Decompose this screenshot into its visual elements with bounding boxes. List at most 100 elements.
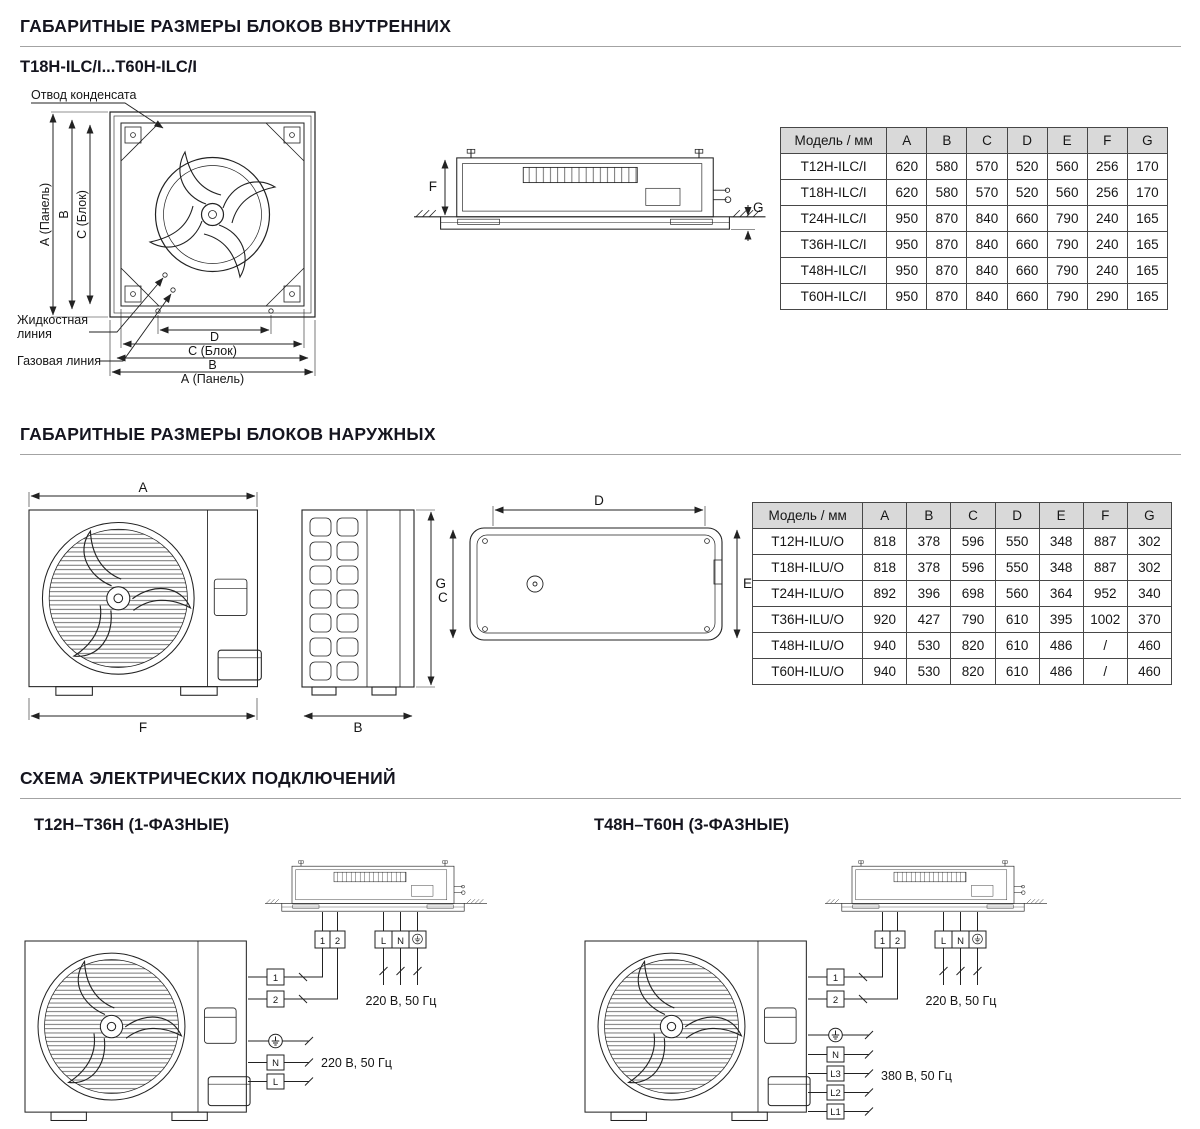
model-cell: T18H-ILU/O — [751, 554, 864, 581]
dim-ext-g — [731, 216, 755, 230]
value-cell: 165 — [1126, 257, 1169, 284]
dim-label-g: G — [435, 576, 446, 591]
value-cell: 348 — [1038, 554, 1084, 581]
value-cell: 460 — [1126, 658, 1173, 685]
terminal-label: L1 — [830, 1107, 841, 1118]
value-cell: 790 — [1046, 205, 1088, 232]
value-cell: 660 — [1006, 231, 1048, 258]
outdoor-power-label: 380 В, 50 Гц — [881, 1069, 952, 1083]
dim-label-c-block: C (Блок) — [75, 190, 89, 239]
terminal-label: N — [272, 1058, 279, 1069]
value-cell: 620 — [886, 153, 928, 180]
indoor-models-subtitle: T18H-ILC/I...T60H-ILC/I — [20, 58, 197, 76]
model-cell: T48H-ILC/I — [779, 257, 888, 284]
outdoor-unit-drawing: A F B C — [15, 480, 752, 735]
condensate-drain-label: Отвод конденсата — [31, 88, 137, 102]
dim-label-e: E — [743, 576, 752, 591]
value-cell: 840 — [966, 257, 1008, 284]
value-cell: 256 — [1086, 179, 1128, 206]
model-cell: T60H-ILU/O — [751, 658, 864, 685]
extension-lines — [28, 492, 258, 720]
wiring-lines — [248, 912, 427, 1090]
value-cell: / — [1082, 658, 1128, 685]
extension-lines — [492, 506, 706, 526]
terminal-label: L — [273, 1077, 278, 1088]
value-cell: 550 — [994, 554, 1040, 581]
column-header: A — [886, 127, 928, 154]
value-cell: 620 — [886, 179, 928, 206]
value-cell: 396 — [906, 580, 952, 607]
value-cell: 870 — [926, 257, 968, 284]
value-cell: 395 — [1038, 606, 1084, 633]
value-cell: 520 — [1006, 153, 1048, 180]
outdoor-top-view — [469, 527, 723, 641]
ground-icon — [268, 1033, 283, 1049]
value-cell: 818 — [862, 528, 908, 555]
column-header: E — [1046, 127, 1088, 154]
column-header: G — [1126, 502, 1173, 529]
outdoor-unit-drawing — [25, 941, 250, 1120]
section-title-outdoor: ГАБАРИТНЫЕ РАЗМЕРЫ БЛОКОВ НАРУЖНЫХ — [20, 424, 436, 444]
value-cell: 887 — [1082, 528, 1128, 555]
value-cell: 820 — [950, 658, 996, 685]
indoor-top-view — [109, 111, 316, 318]
terminal-label: 1 — [880, 936, 885, 947]
section-divider — [20, 798, 1181, 799]
dim-label-c: C — [438, 590, 448, 605]
liquid-line-leader — [89, 277, 164, 333]
model-cell: T18H-ILC/I — [779, 179, 888, 206]
value-cell: 790 — [950, 606, 996, 633]
section-divider — [20, 46, 1181, 47]
extension-lines — [51, 111, 316, 376]
value-cell: 596 — [950, 554, 996, 581]
value-cell: 530 — [906, 632, 952, 659]
section-divider — [20, 454, 1181, 455]
value-cell: 302 — [1126, 554, 1173, 581]
value-cell: 348 — [1038, 528, 1084, 555]
value-cell: 165 — [1126, 283, 1169, 310]
column-header: F — [1086, 127, 1128, 154]
dim-label-b: B — [353, 720, 362, 735]
value-cell: 486 — [1038, 632, 1084, 659]
dimension-lines — [49, 113, 314, 376]
value-cell: 820 — [950, 632, 996, 659]
dim-label-c-block: C (Блок) — [188, 344, 237, 358]
value-cell: 870 — [926, 283, 968, 310]
model-cell: T24H-ILU/O — [751, 580, 864, 607]
terminal-label: L3 — [830, 1069, 841, 1080]
value-cell: 580 — [926, 179, 968, 206]
value-cell: 596 — [950, 528, 996, 555]
model-cell: T36H-ILU/O — [751, 606, 864, 633]
outdoor-power-label: 220 В, 50 Гц — [321, 1056, 392, 1070]
value-cell: 520 — [1006, 179, 1048, 206]
terminal-label: 2 — [335, 936, 340, 947]
value-cell: 560 — [994, 580, 1040, 607]
value-cell: 660 — [1006, 205, 1048, 232]
value-cell: 952 — [1082, 580, 1128, 607]
dim-label-f: F — [429, 179, 437, 194]
value-cell: 950 — [886, 283, 928, 310]
value-cell: 840 — [966, 205, 1008, 232]
value-cell: 920 — [862, 606, 908, 633]
ground-icon — [828, 1027, 843, 1043]
value-cell: 790 — [1046, 283, 1088, 310]
value-cell: 840 — [966, 283, 1008, 310]
liquid-line-label: Жидкостная — [17, 313, 88, 327]
column-header: E — [1038, 502, 1084, 529]
model-cell: T12H-ILU/O — [751, 528, 864, 555]
dim-label-d: D — [594, 493, 604, 508]
value-cell: 427 — [906, 606, 952, 633]
terminal-label: 1 — [273, 973, 278, 984]
value-cell: 940 — [862, 658, 908, 685]
column-header: C — [966, 127, 1008, 154]
value-cell: 818 — [862, 554, 908, 581]
